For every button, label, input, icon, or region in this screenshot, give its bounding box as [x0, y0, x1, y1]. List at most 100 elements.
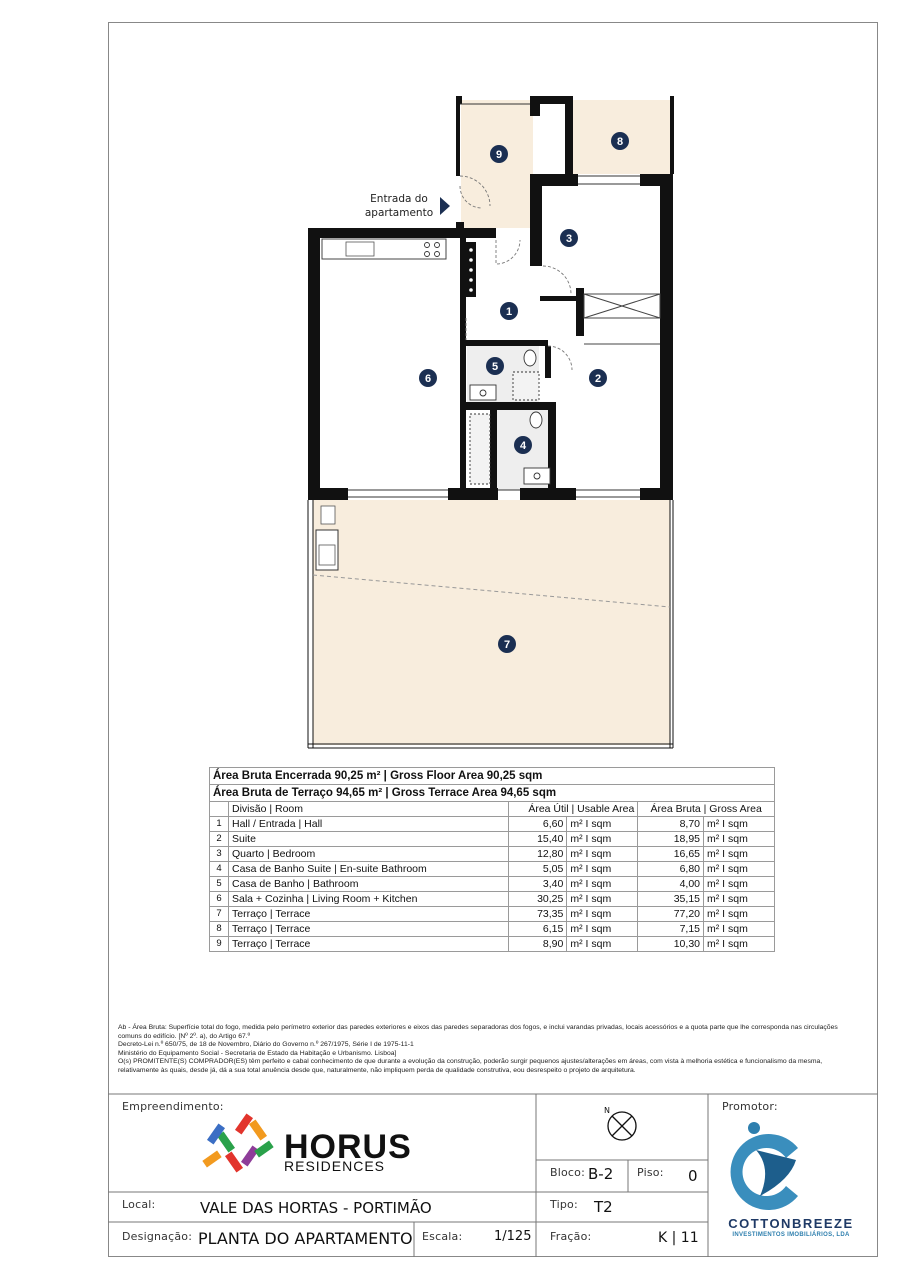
living-floor	[320, 238, 460, 488]
svg-text:6: 6	[425, 373, 431, 385]
local-value: VALE DAS HORTAS - PORTIMÃO	[200, 1199, 432, 1217]
row-usable-unit: m² I sqm	[566, 861, 639, 877]
row-room: Quarto | Bedroom	[227, 846, 510, 862]
bathroom-4-fixtures	[469, 411, 551, 485]
svg-text:1: 1	[506, 306, 512, 318]
row-room: Casa de Banho | Bathroom	[227, 876, 510, 892]
north-label: N	[604, 1106, 610, 1115]
row-usable-unit: m² I sqm	[566, 891, 639, 907]
row-usable-area: 3,40	[508, 876, 568, 892]
svg-text:3: 3	[566, 233, 572, 245]
row-gross-unit: m² I sqm	[703, 816, 775, 832]
local-label: Local:	[122, 1198, 156, 1211]
row-gross-unit: m² I sqm	[703, 891, 775, 907]
row-gross-unit: m² I sqm	[703, 831, 775, 847]
row-usable-unit: m² I sqm	[566, 846, 639, 862]
room-marker-6: 6	[419, 369, 437, 387]
row-number: 4	[209, 861, 229, 877]
piso-value: 0	[688, 1167, 698, 1185]
tipo-label: Tipo:	[550, 1198, 578, 1211]
bloco-value: B-2	[588, 1165, 614, 1183]
north-arrow-icon	[607, 1111, 637, 1141]
entrance-label-line2: apartamento	[365, 207, 433, 219]
row-number: 6	[209, 891, 229, 907]
svg-text:4: 4	[520, 440, 527, 452]
row-usable-unit: m² I sqm	[566, 906, 639, 922]
kitchen-sink	[345, 241, 375, 257]
room-marker-8: 8	[611, 132, 629, 150]
bloco-label: Bloco:	[550, 1166, 586, 1179]
drawing-sheet	[108, 22, 878, 1257]
row-usable-unit: m² I sqm	[566, 816, 639, 832]
gross-terrace-row: Área Bruta de Terraço 94,65 m² | Gross T…	[209, 784, 775, 802]
note-decree: Decreto-Lei n.º 650/75, de 18 de Novembr…	[118, 1041, 414, 1049]
col-gross: Área Bruta | Gross Area	[637, 801, 775, 817]
row-room: Casa de Banho Suite | En-suite Bathroom	[227, 861, 510, 877]
row-number: 8	[209, 921, 229, 937]
door-swings	[459, 175, 573, 371]
terrace-9-floor	[461, 100, 533, 228]
table-header-row: Divisão | Room Área Útil | Usable Area Á…	[209, 801, 775, 817]
row-gross-area: 18,95	[637, 831, 704, 847]
row-usable-unit: m² I sqm	[566, 831, 639, 847]
terrace-7-floor	[313, 500, 670, 745]
horus-logo-icon	[202, 1113, 274, 1173]
walls	[308, 96, 674, 500]
designacao-label: Designação:	[122, 1230, 193, 1243]
col-usable: Área Útil | Usable Area	[508, 801, 639, 817]
row-number: 9	[209, 936, 229, 952]
row-gross-unit: m² I sqm	[703, 846, 775, 862]
room-marker-1: 1	[500, 302, 518, 320]
legal-notes: Ab - Área Bruta: Superfície total do fog…	[118, 1024, 860, 1076]
row-number: 3	[209, 846, 229, 862]
gross-terrace-area: Área Bruta de Terraço 94,65 m² | Gross T…	[209, 784, 775, 802]
row-gross-unit: m² I sqm	[703, 861, 775, 877]
gross-floor-area: Área Bruta Encerrada 90,25 m² | Gross Fl…	[209, 767, 775, 785]
piso-label: Piso:	[637, 1166, 664, 1179]
svg-text:8: 8	[617, 136, 623, 148]
terrace-sink	[315, 529, 339, 571]
room-marker-2: 2	[589, 369, 607, 387]
row-gross-area: 77,20	[637, 906, 704, 922]
row-gross-unit: m² I sqm	[703, 906, 775, 922]
row-room: Sala + Cozinha | Living Room + Kitchen	[227, 891, 510, 907]
col-room: Divisão | Room	[227, 801, 510, 817]
escala-label: Escala:	[422, 1230, 463, 1243]
bedroom-wardrobe	[583, 293, 661, 345]
row-usable-area: 12,80	[508, 846, 568, 862]
row-gross-unit: m² I sqm	[703, 921, 775, 937]
row-usable-unit: m² I sqm	[566, 936, 639, 952]
svg-text:5: 5	[492, 361, 498, 373]
row-number: 5	[209, 876, 229, 892]
bathroom-5-fixtures	[469, 349, 540, 401]
room-marker-7: 7	[498, 635, 516, 653]
row-usable-area: 8,90	[508, 936, 568, 952]
row-gross-area: 4,00	[637, 876, 704, 892]
titleblock-grid	[108, 1093, 878, 1257]
wardrobe-dots	[466, 242, 476, 297]
row-usable-area: 6,15	[508, 921, 568, 937]
svg-text:7: 7	[504, 639, 510, 651]
row-gross-area: 35,15	[637, 891, 704, 907]
escala-value: 1/125	[494, 1229, 532, 1244]
horus-name: HORUS	[284, 1128, 412, 1166]
terrace-7-edges	[307, 500, 674, 749]
fracao-label: Fração:	[550, 1230, 592, 1243]
entrance-arrow-icon	[440, 197, 450, 215]
row-number: 1	[209, 816, 229, 832]
row-gross-area: 7,15	[637, 921, 704, 937]
note-buyers: O(s) PROMITENTE(S) COMPRADOR(ES) têm per…	[118, 1058, 823, 1074]
promotor-label: Promotor:	[722, 1100, 778, 1113]
row-usable-area: 5,05	[508, 861, 568, 877]
row-room: Terraço | Terrace	[227, 906, 510, 922]
svg-text:2: 2	[595, 373, 601, 385]
room-marker-3: 3	[560, 229, 578, 247]
row-usable-area: 73,35	[508, 906, 568, 922]
entrance-label-line1: Entrada do	[370, 193, 428, 205]
row-gross-area: 8,70	[637, 816, 704, 832]
